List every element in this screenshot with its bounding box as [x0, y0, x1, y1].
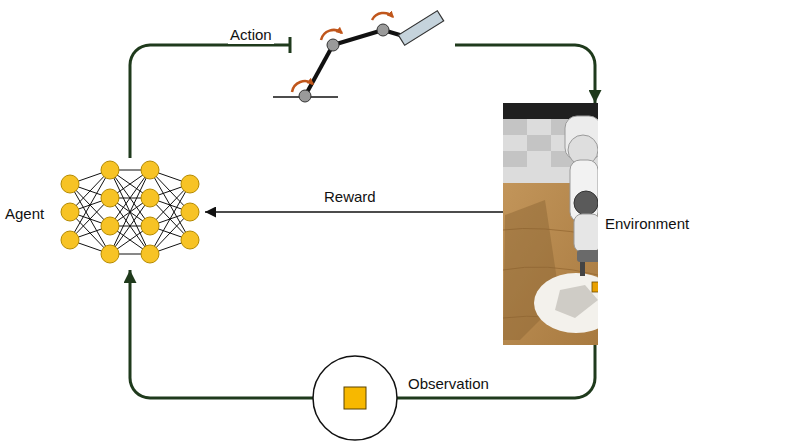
neural-network [61, 161, 199, 263]
rotation-arrow [292, 81, 313, 92]
robot-link [570, 160, 598, 222]
observation-circle [313, 356, 397, 440]
robot-gripper [577, 250, 598, 262]
observation-cube [344, 387, 366, 409]
gripper-finger [580, 262, 585, 276]
environment-render [503, 103, 598, 345]
gripper [398, 11, 443, 46]
neuron [101, 245, 119, 263]
neuron [141, 189, 159, 207]
neuron [141, 161, 159, 179]
robot-arm-sketch [273, 11, 444, 102]
labelled-figure: Agent [5, 158, 205, 270]
neuron [141, 245, 159, 263]
neuron [181, 231, 199, 249]
edge-label: Reward [322, 188, 378, 206]
neuron [141, 217, 159, 235]
neuron [61, 175, 79, 193]
neuron [61, 203, 79, 221]
target-zone [534, 273, 598, 333]
figure-label: Environment [605, 215, 689, 233]
edge-label: Action [228, 26, 274, 44]
neuron [181, 175, 199, 193]
gripper-shadow [555, 285, 598, 318]
figure-label: Agent [5, 205, 44, 223]
arm-joint [377, 24, 389, 36]
network-weight [110, 170, 150, 254]
checker-tile [503, 151, 527, 167]
robot-joint [574, 191, 598, 215]
edge-label: Observation [406, 375, 491, 393]
rotation-arrow [372, 13, 393, 20]
neuron [101, 189, 119, 207]
arm-joint [327, 39, 339, 51]
neuron [61, 231, 79, 249]
line-cap [289, 37, 292, 53]
flow-arrow [205, 211, 503, 213]
target-cube [592, 282, 598, 292]
network-weight [110, 170, 150, 254]
neuron [101, 161, 119, 179]
checker-tile [527, 135, 551, 151]
neuron [101, 217, 119, 235]
checker-tile [503, 119, 527, 135]
robot-link [574, 214, 598, 252]
neuron [181, 203, 199, 221]
arm-link [305, 45, 333, 96]
arm-joint [299, 90, 311, 102]
labelled-figure: Environment [503, 103, 800, 345]
rotation-arrow [321, 30, 342, 40]
